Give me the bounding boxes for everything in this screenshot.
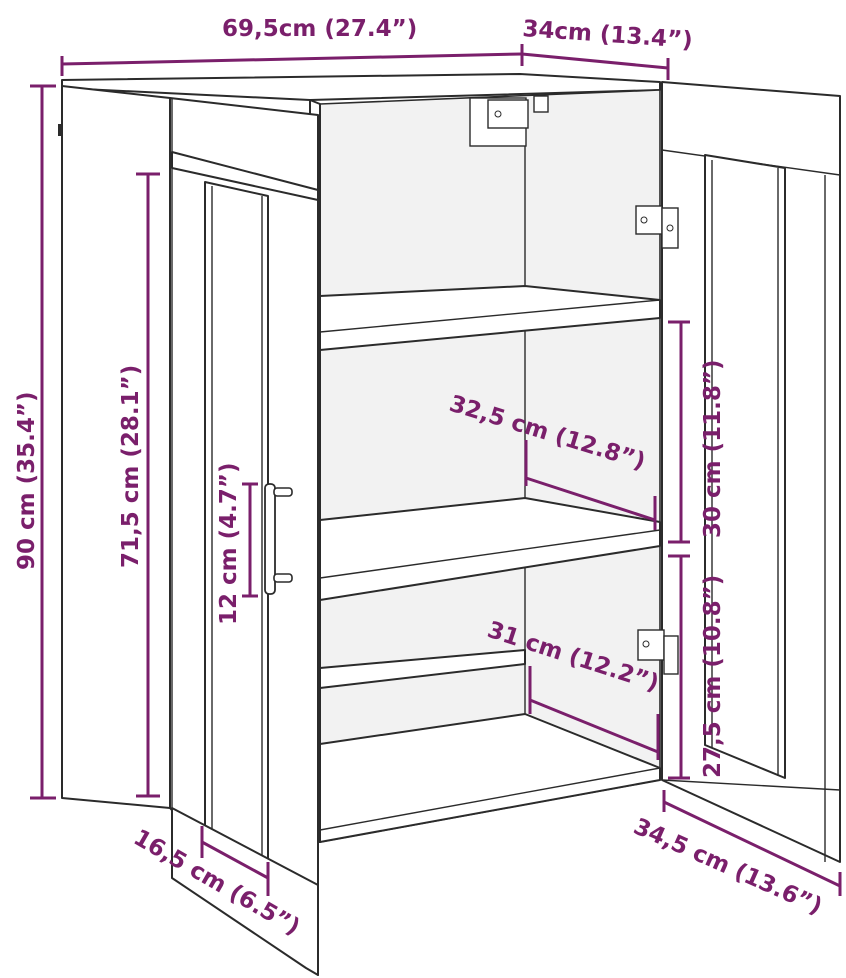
hinge-icon [487,95,549,129]
cabinet-left-side [61,85,171,809]
handle-length-label: 12 cm (4.7”) [216,462,242,625]
depth-label: 34cm (13.4”) [522,16,694,54]
total-height-label: 90 cm (35.4”) [14,391,40,570]
door-height-label: 71,5 cm (28.1”) [118,365,144,568]
right-door-panel [704,154,786,779]
hinge-icon [637,629,679,675]
cabinet-illustration [58,73,841,976]
hinge-icon [635,205,679,249]
handle-icon [264,483,293,595]
left-door-bottom-rail [171,807,319,976]
upper-compartment-height-label: 30 cm (11.8”) [700,359,726,538]
middle-compartment-height-label: 27,5 cm (10.8”) [700,575,726,778]
dimension-lines [30,44,842,896]
total-width-label: 69,5cm (27.4”) [222,16,417,42]
